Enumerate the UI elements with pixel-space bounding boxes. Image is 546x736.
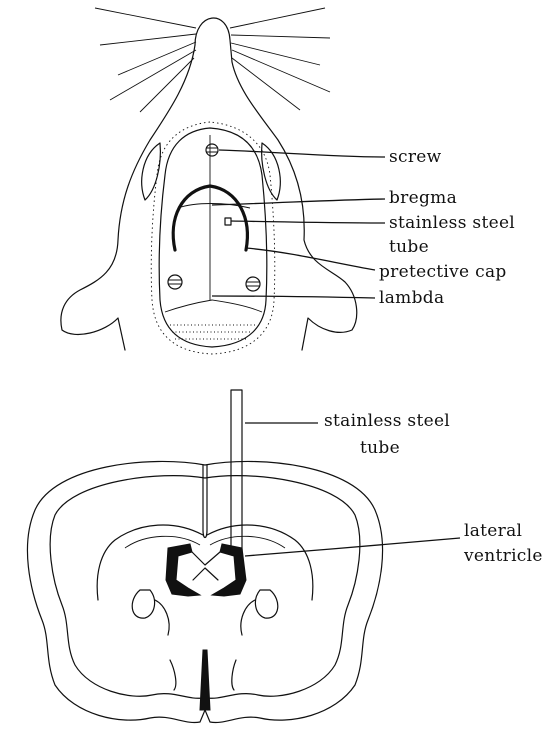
rat-head-outline-left bbox=[61, 45, 195, 350]
internal-capsule-right bbox=[241, 600, 255, 635]
tube-entry-point bbox=[225, 218, 231, 225]
label-lateral: lateral bbox=[464, 520, 522, 542]
screw-right bbox=[246, 277, 260, 291]
hypothalamus-left bbox=[170, 660, 176, 690]
label-tube-top: tube bbox=[389, 236, 429, 258]
label-stainless-steel-top: stainless steel bbox=[389, 212, 515, 234]
longitudinal-fissure bbox=[203, 465, 207, 538]
label-protective-cap: pretective cap bbox=[379, 261, 507, 283]
lateral-ventricle-leader bbox=[245, 538, 460, 556]
septum bbox=[192, 552, 220, 580]
rat-head-top-view bbox=[61, 8, 385, 354]
striatum-right bbox=[255, 590, 277, 618]
interparietal-hatch bbox=[170, 325, 255, 339]
lateral-ventricle-left bbox=[166, 544, 200, 596]
hypothalamus-right bbox=[232, 660, 236, 690]
label-tube-coronal: tube bbox=[360, 437, 400, 459]
screw-left bbox=[168, 275, 182, 289]
stainless-steel-leader bbox=[231, 221, 385, 223]
third-ventricle bbox=[200, 650, 210, 710]
tube-tip bbox=[232, 548, 241, 555]
screw-leader bbox=[219, 150, 385, 157]
label-bregma: bregma bbox=[389, 187, 457, 209]
label-lambda: lambda bbox=[379, 287, 444, 309]
label-ventricle: ventricle bbox=[464, 545, 543, 567]
rat-snout bbox=[195, 18, 232, 62]
screw-front bbox=[206, 144, 218, 156]
skull-incision-outline bbox=[159, 128, 267, 347]
lambdoid-suture bbox=[165, 300, 262, 312]
label-screw: screw bbox=[389, 146, 441, 168]
internal-capsule-left bbox=[155, 600, 169, 635]
protective-cap-leader bbox=[246, 248, 375, 270]
lambda-leader bbox=[212, 296, 375, 298]
whiskers bbox=[95, 8, 330, 112]
left-eye bbox=[142, 143, 161, 200]
stainless-steel-tube bbox=[231, 390, 242, 555]
label-stainless-steel-coronal: stainless steel bbox=[324, 410, 450, 432]
striatum-left bbox=[132, 590, 154, 618]
